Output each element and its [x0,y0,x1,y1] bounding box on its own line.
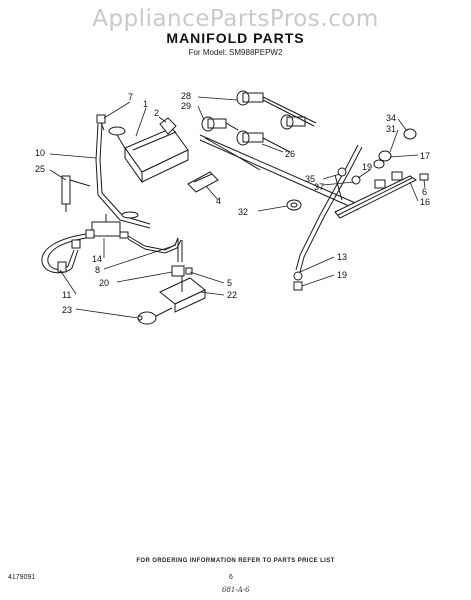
manifold-pipe [199,134,361,211]
callout-29: 29 [181,101,191,111]
safety-valve [85,214,129,239]
callout-31: 31 [386,124,396,134]
callout-13: 13 [337,252,347,262]
pressure-regulator [159,265,206,313]
callout-37: 37 [314,182,324,192]
callout-25: 25 [35,164,45,174]
callout-19-upper: 19 [362,162,372,172]
callout-16: 16 [420,197,430,207]
gas-supply-tube [293,144,363,291]
pilot-assembly [137,307,173,325]
orifice-hood-31 [403,128,417,140]
orifice-hood-6 [419,173,429,181]
callout-34: 34 [386,113,396,123]
callout-14: 14 [92,254,102,264]
callout-20: 20 [99,278,109,288]
valve-tube-8 [127,235,183,262]
bracket-2 [159,117,177,135]
burner-valve-top-left [236,90,317,127]
callout-28: 28 [181,91,191,101]
mounting-bracket-4 [187,171,219,193]
callout-26: 26 [285,149,295,159]
manifold-bar [334,171,417,219]
sensing-bulb [61,175,91,212]
document-number: 4179091 [8,574,36,581]
thermostat-box [108,126,189,184]
leader-lines [49,96,426,319]
page-number: 6 [229,574,233,581]
oven-tube [95,123,151,229]
burner-valve-mid-right [236,130,291,153]
callout-5: 5 [227,278,232,288]
callout-19-lower: 19 [337,270,347,280]
callout-8: 8 [95,265,100,275]
callout-32: 32 [238,207,248,217]
watermark: AppliancePartsPros.com [92,6,379,32]
callout-7: 7 [128,92,133,102]
callout-4: 4 [216,196,221,206]
callout-2: 2 [154,108,159,118]
callout-11: 11 [62,290,71,300]
callout-10: 10 [35,148,45,158]
ordering-note: FOR ORDERING INFORMATION REFER TO PARTS … [136,558,335,564]
page-title: MANIFOLD PARTS [166,30,305,46]
orifice-hood-17 [373,150,392,169]
model-subtitle: For Model: SM988PEPW2 [188,48,283,57]
callout-17: 17 [420,151,430,161]
callout-23: 23 [62,305,72,315]
callout-35: 35 [305,174,315,184]
callout-1: 1 [143,99,148,109]
callout-22: 22 [227,290,237,300]
grommet-32 [286,199,302,211]
burner-valve-top-right [280,114,306,130]
burner-valve-mid-left [201,116,239,132]
handwritten-mark: 681-A-6 [222,586,250,594]
callout-6: 6 [422,187,427,197]
loop-tube-11 [41,233,87,274]
orifice-hood-35-37 [337,167,361,185]
